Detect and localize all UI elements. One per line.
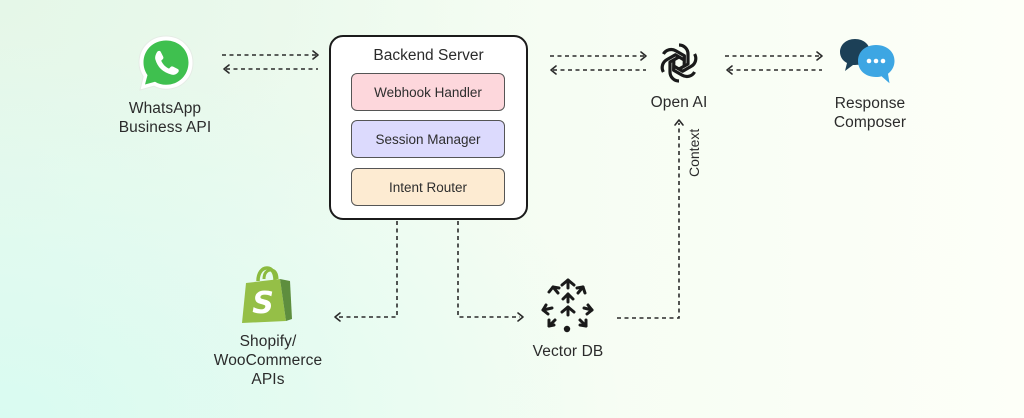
response-composer-label-line1: Response (834, 95, 906, 112)
response-composer-node (838, 36, 900, 88)
session-manager-module: Session Manager (351, 120, 505, 158)
vector-db-label: Vector DB (532, 343, 604, 360)
webhook-handler-label: Webhook Handler (374, 84, 482, 100)
context-edge-label: Context (686, 128, 702, 177)
shopify-label: Shopify/ WooCommerce APIs (203, 332, 333, 389)
backend-server-node: Backend Server Webhook Handler Session M… (329, 35, 528, 220)
arrow-backend-to-vectordb (457, 221, 520, 318)
chat-bubbles-icon (840, 39, 895, 84)
vector-db-icon (541, 278, 594, 333)
intent-router-label: Intent Router (388, 179, 468, 195)
shopify-bag-icon: S (242, 266, 292, 323)
openai-label: Open AI (650, 94, 708, 111)
webhook-handler-module: Webhook Handler (351, 73, 505, 111)
backend-server-title: Backend Server (373, 47, 484, 64)
intent-router-module: Intent Router (351, 168, 505, 206)
arrow-backend-to-shopify (337, 221, 398, 318)
whatsapp-label-line1: WhatsApp (128, 100, 202, 117)
shopify-label-line3: APIs (251, 371, 285, 388)
arrow-vectordb-to-openai (617, 123, 680, 319)
response-composer-label: Response Composer (805, 94, 935, 132)
shopify-node: S (238, 265, 298, 327)
openai-icon (660, 43, 698, 83)
openai-node (655, 39, 703, 87)
session-manager-label: Session Manager (375, 131, 481, 147)
whatsapp-node (134, 32, 198, 96)
vector-db-node (540, 277, 596, 335)
shopify-label-line2: WooCommerce (213, 352, 323, 369)
response-composer-label-line2: Composer (833, 114, 907, 131)
whatsapp-label-line2: Business API (118, 119, 212, 136)
whatsapp-label: WhatsApp Business API (100, 99, 230, 137)
whatsapp-icon (138, 35, 194, 91)
shopify-label-line1: Shopify/ (239, 333, 297, 350)
svg-text:S: S (252, 286, 274, 321)
